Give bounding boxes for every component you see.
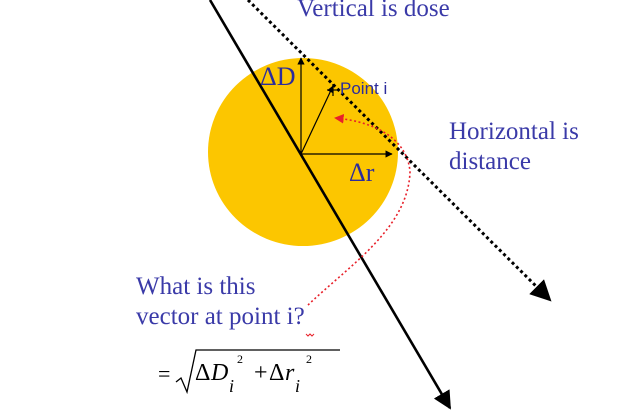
horizontal-label-line1: Horizontal is <box>449 118 579 145</box>
formula-r-subscript: i <box>295 376 301 396</box>
question-line2: vector at point i? <box>136 303 305 330</box>
vertical-label: Vertical is dose <box>297 0 450 22</box>
formula-d-exponent: 2 <box>237 352 243 366</box>
question-label: What is this vector at point i? <box>136 272 305 332</box>
formula-delta-1: Δ <box>195 360 211 386</box>
reference-curve <box>208 0 452 410</box>
formula-r: r <box>285 360 295 386</box>
formula-d-subscript: i <box>229 376 235 396</box>
square-root-icon <box>175 349 340 395</box>
distance-formula: = Δ D i 2 + Δ r i 2 <box>158 348 358 400</box>
formula-equals: = <box>158 361 171 386</box>
evaluated-curve <box>246 0 552 302</box>
formula-plus: + <box>254 360 268 386</box>
horizontal-label-line2: distance <box>449 148 531 175</box>
formula-r-exponent: 2 <box>306 352 312 366</box>
point-i-marker <box>327 84 339 96</box>
delta-d-label: ΔD <box>260 62 296 91</box>
horizontal-label: Horizontal is distance <box>449 117 579 177</box>
formula-d: D <box>211 360 229 386</box>
question-line1: What is this <box>136 273 256 300</box>
point-i-label: Point i <box>340 79 388 98</box>
formula-delta-2: Δ <box>269 360 285 386</box>
tolerance-circle <box>208 58 398 246</box>
vector-arrow <box>300 85 334 155</box>
delta-r-label: Δr <box>349 158 375 187</box>
spell-squiggle <box>305 333 315 337</box>
